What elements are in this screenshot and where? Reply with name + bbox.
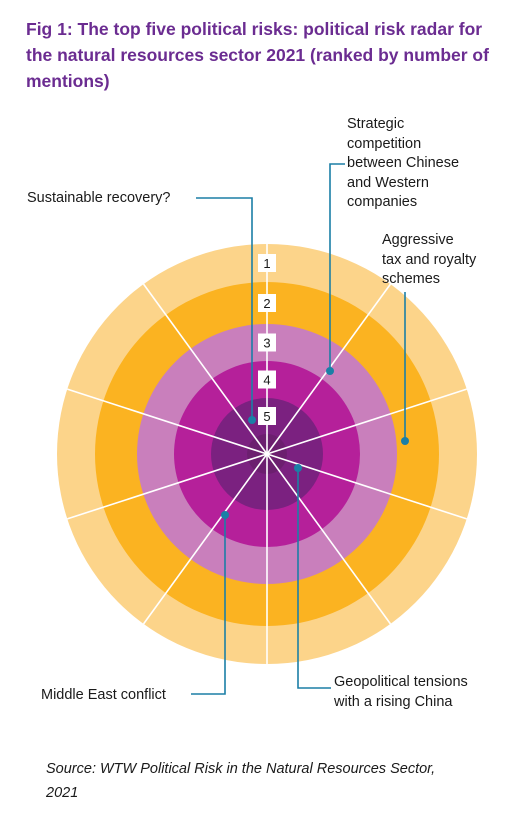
figure-source: Source: WTW Political Risk in the Natura… [46, 761, 436, 801]
rank-labels: 1 2 3 4 5 [258, 254, 276, 425]
radar-spoke [67, 453, 268, 520]
rank-box-1 [258, 254, 276, 272]
marker-strategic-competition [326, 367, 334, 375]
callout-line: Strategic [347, 116, 405, 132]
leader-sustainable-recovery [196, 197, 253, 420]
callout-geopolitical-tensions: Geopolitical tensions with a rising China [334, 673, 468, 712]
callout-line: Sustainable recovery? [27, 190, 171, 206]
leader-strategic-competition [329, 163, 345, 371]
marker-middle-east-conflict [221, 511, 229, 519]
callout-line: Aggressive [382, 232, 454, 248]
callout-line: tax and royalty [382, 251, 477, 268]
leader-geopolitical-tensions [297, 468, 331, 689]
callout-line: and Western [347, 174, 429, 191]
rank-label-3: 3 [263, 336, 270, 351]
figure-title: Fig 1: The top five political risks: pol… [26, 19, 489, 91]
radar-spoke [266, 388, 467, 455]
leader-middle-east-conflict [191, 515, 226, 695]
callout-line: between Chinese [347, 155, 460, 171]
radar-spoke [266, 453, 392, 625]
callout-line: Middle East conflict [41, 687, 166, 703]
rank-label-5: 5 [263, 409, 270, 424]
callout-line: competition [347, 135, 422, 152]
marker-aggressive-tax [401, 437, 409, 445]
callout-strategic-competition: Strategic competition between Chinese and W… [347, 115, 459, 213]
rank-label-1: 1 [263, 256, 270, 271]
callout-line: with a rising China [334, 693, 453, 710]
marker-geopolitical-tensions [294, 464, 302, 472]
rank-box-3 [258, 333, 276, 352]
callout-aggressive-tax: Aggressive tax and royalty schemes [382, 231, 476, 290]
callout-line: companies [347, 194, 418, 210]
rank-box-5 [258, 407, 276, 425]
rank-box-2 [258, 294, 276, 312]
callout-line: schemes [382, 271, 441, 287]
callout-sustainable-recovery: Sustainable recovery? [27, 189, 170, 209]
radar-spoke [67, 388, 268, 455]
callout-middle-east-conflict: Middle East conflict [41, 686, 166, 706]
marker-sustainable-recovery [248, 416, 256, 424]
radar-spoke [142, 453, 268, 625]
rank-label-2: 2 [263, 296, 270, 311]
callout-leaders [191, 163, 409, 695]
callout-line: Geopolitical tensions [334, 674, 468, 690]
rank-box-4 [258, 370, 276, 389]
rank-label-4: 4 [263, 373, 270, 388]
radar-spoke [142, 283, 268, 455]
